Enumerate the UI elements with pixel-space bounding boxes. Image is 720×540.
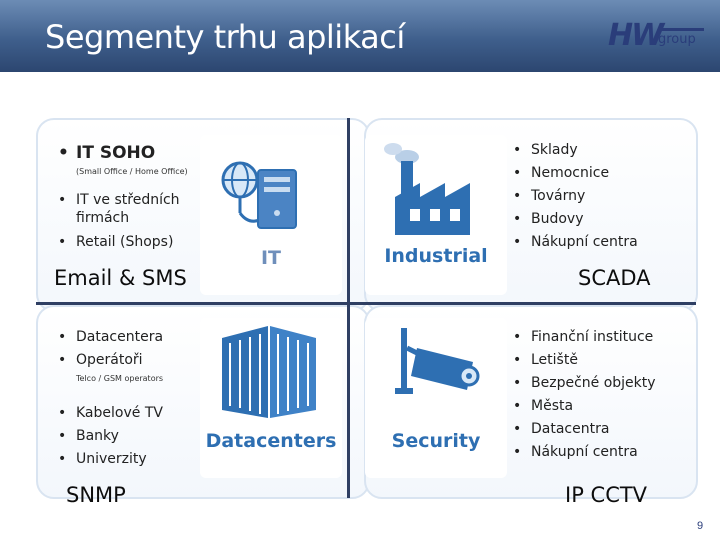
tile-industrial: Industrial [365,135,507,295]
list-item: Letiště [513,349,656,372]
list-item: Retail (Shops) [58,231,203,254]
tile-label-security: Security [391,430,481,452]
category-email-sms: Email & SMS [54,266,187,290]
list-item: Bezpečné objekty [513,372,656,395]
category-ip-cctv: IP CCTV [565,483,648,507]
list-item: Datacentra [513,418,656,441]
page-number: 9 [697,520,704,532]
category-snmp: SNMP [66,483,126,507]
list-item: Nákupní centra [513,441,656,464]
tile-security: Security [365,318,507,478]
category-scada: SCADA [578,266,651,290]
list-item: Budovy [513,208,638,231]
tile-label-datacenters: Datacenters [205,430,337,452]
list-item: Továrny [513,185,638,208]
title-bar [0,0,720,72]
logo-main: HW [608,18,664,53]
server-racks-icon [222,326,316,418]
list-it: IT SOHO (Small Office / Home Office) IT … [58,142,203,254]
vertical-divider [347,118,350,498]
list-security: Finanční instituce Letiště Bezpečné obje… [513,326,656,464]
list-item: Nemocnice [513,162,638,185]
list-industrial: Sklady Nemocnice Továrny Budovy Nákupní … [513,139,638,254]
page-title: Segmenty trhu aplikací [45,18,405,56]
note-telco: Telco / GSM operators [76,374,164,383]
logo-sub: group [658,32,696,47]
logo-bar [658,28,704,31]
factory-icon [384,143,470,235]
list-item: Banky [58,425,163,448]
list-item: IT ve středních firmách [58,191,203,227]
list-item: Sklady [513,139,638,162]
tile-datacenters: Datacenters [200,318,342,478]
tile-it: IT [200,135,342,295]
note-soho: (Small Office / Home Office) [76,167,188,176]
list-item: Finanční instituce [513,326,656,349]
list-item: IT SOHO [58,142,203,165]
tile-label-it: IT [260,247,282,269]
security-camera-icon [395,328,480,394]
list-datacenters: Datacentera Operátoři Telco / GSM operat… [58,326,163,471]
list-item: Kabelové TV [58,402,163,425]
list-item: Nákupní centra [513,231,638,254]
list-item: Datacentera [58,326,163,349]
globe-server-icon [221,161,297,229]
horizontal-divider [36,302,696,305]
hw-group-logo: HW group [600,10,712,62]
list-item: Operátoři [58,349,163,372]
list-item: Univerzity [58,448,163,471]
list-item: Města [513,395,656,418]
tile-label-industrial: Industrial [384,245,488,267]
